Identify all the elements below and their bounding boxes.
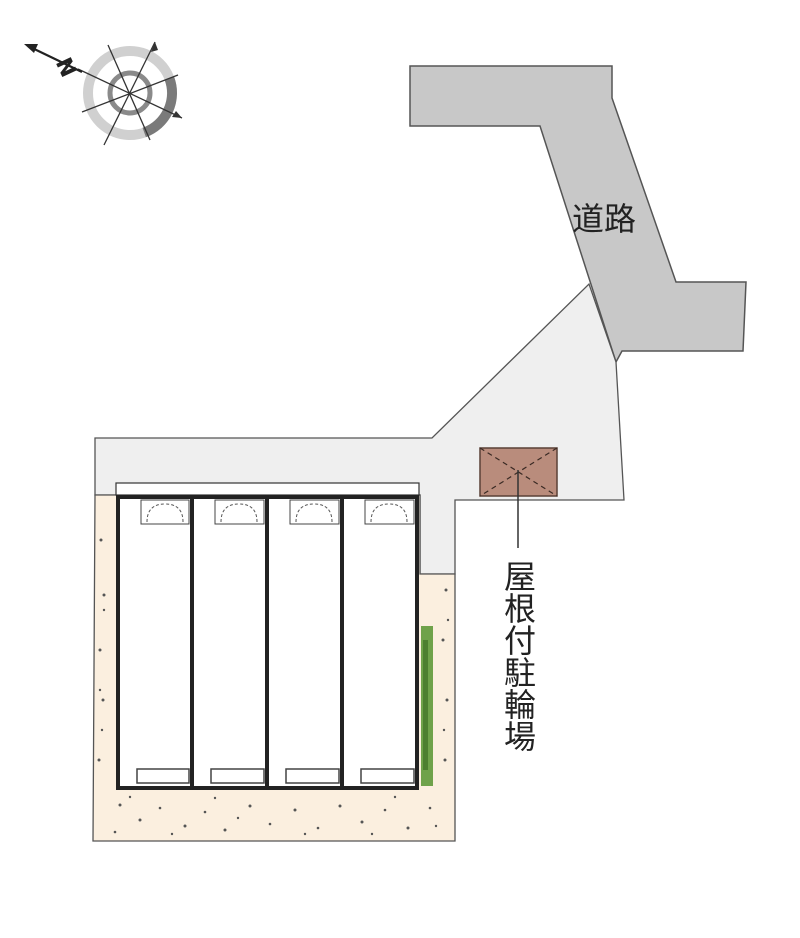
building (115, 482, 420, 790)
unit-3 (265, 495, 344, 790)
hedge (421, 626, 433, 786)
unit-4 (340, 495, 419, 790)
bicycle-parking-label: 屋根付駐輪場 (499, 560, 537, 752)
road-label: 道路 (572, 200, 636, 238)
compass-rose-icon: N (24, 41, 183, 146)
road (409, 65, 747, 364)
unit-1 (116, 495, 194, 790)
unit-2 (190, 495, 269, 790)
bicycle-parking (479, 447, 558, 548)
